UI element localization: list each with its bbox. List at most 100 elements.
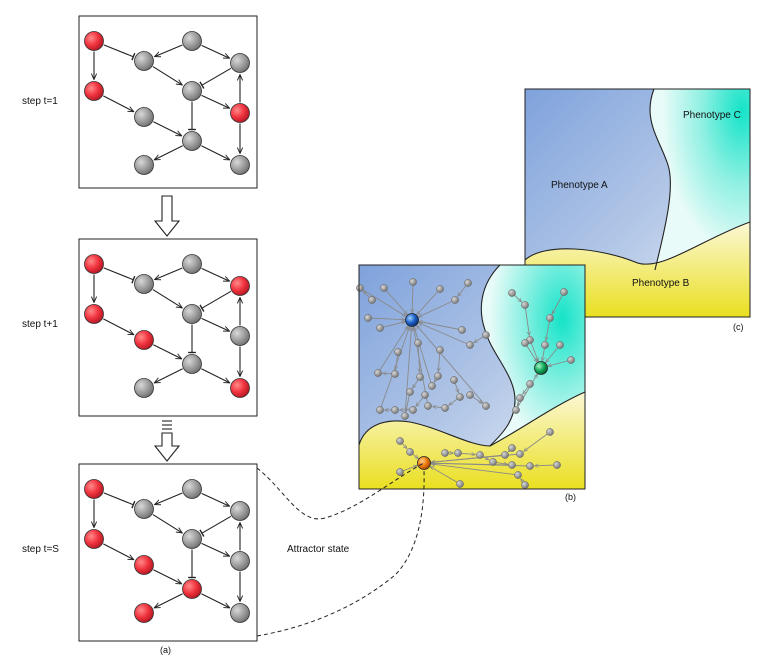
network-state-node: [406, 388, 414, 396]
state-transition-edge: [418, 299, 456, 318]
attractor-state-label: Attractor state: [287, 544, 350, 555]
network-state-node: [541, 341, 549, 349]
inactive-gene-node: [134, 155, 154, 175]
state-transition-edge: [430, 467, 461, 485]
inactive-gene-node: [182, 131, 202, 151]
activation-edge: [153, 569, 181, 584]
state-transition-edge: [524, 304, 529, 336]
active-gene-node: [230, 276, 250, 296]
activation-edge: [103, 543, 133, 560]
step-label: step t=S: [22, 544, 59, 555]
network-state-node: [434, 372, 442, 380]
network-state-node: [508, 289, 516, 297]
state-transition-edge: [418, 322, 471, 346]
inactive-gene-node: [182, 31, 202, 51]
network-state-node: [521, 481, 529, 489]
activation-edge: [103, 95, 133, 112]
inactive-gene-node: [230, 603, 250, 623]
activation-edge: [201, 368, 229, 383]
network-state-node: [416, 373, 424, 381]
state-transition-edge: [417, 288, 441, 315]
inactive-gene-node: [182, 304, 202, 324]
time-arrow-dashed: [153, 420, 181, 462]
time-arrow: [153, 195, 181, 237]
network-state-node: [380, 284, 388, 292]
inhibition-edge: [103, 267, 136, 284]
inhibition-edge: [103, 44, 136, 61]
network-state-node: [482, 402, 490, 410]
state-transition-edge: [419, 321, 463, 331]
step-label: step t+1: [22, 319, 58, 330]
inactive-gene-node: [230, 501, 250, 521]
state-transition-edge: [359, 287, 406, 316]
network-state-node: [374, 369, 382, 377]
network-state-node: [436, 285, 444, 293]
active-gene-node: [134, 603, 154, 623]
network-state-node: [476, 451, 484, 459]
activation-edge: [155, 492, 183, 505]
active-gene-node: [84, 529, 104, 549]
network-state-node: [409, 406, 417, 414]
state-transition-edge: [431, 464, 519, 476]
network-state-node: [401, 412, 409, 420]
network-state-node: [556, 341, 564, 349]
network-state-node: [553, 461, 561, 469]
activation-edge: [201, 145, 229, 160]
panel-b: [356, 264, 586, 490]
state-transition-edge: [414, 327, 433, 387]
activation-edge: [154, 368, 183, 383]
state-transition-edge: [551, 291, 565, 314]
activation-edge: [153, 121, 181, 136]
network-state-node: [501, 451, 509, 459]
active-gene-node: [230, 378, 250, 398]
caption-a: (a): [160, 645, 171, 655]
activation-edge: [154, 593, 183, 608]
activation-edge: [201, 492, 230, 507]
state-transition-edge: [367, 318, 405, 320]
activation-edge: [201, 593, 229, 608]
network-state-node: [508, 461, 516, 469]
network-state-node: [521, 301, 529, 309]
inhibition-edge: [199, 67, 232, 89]
inactive-gene-node: [230, 155, 250, 175]
phenotype-c-label: Phenotype C: [683, 110, 741, 121]
network-state-node: [489, 458, 497, 466]
network-state-node: [526, 462, 534, 470]
network-state-node: [428, 382, 436, 390]
network-state-node: [356, 284, 364, 292]
network-state-node: [364, 314, 372, 322]
active-gene-node: [182, 579, 202, 599]
active-gene-node: [84, 304, 104, 324]
network-state-node: [521, 339, 529, 347]
activation-edge: [152, 514, 182, 533]
network-state-node: [396, 437, 404, 445]
network-state-node: [414, 339, 422, 347]
step-box: [78, 15, 258, 189]
inactive-gene-node: [182, 529, 202, 549]
inhibition-edge: [103, 492, 136, 509]
inactive-gene-node: [134, 107, 154, 127]
state-transition-edge: [417, 325, 487, 407]
region-c: [649, 89, 750, 270]
network-state-node: [512, 406, 520, 414]
network-state-node: [406, 448, 414, 456]
activation-edge: [155, 267, 183, 280]
network-state-node: [376, 324, 384, 332]
step-label: step t=1: [22, 96, 58, 107]
network-state-node: [516, 394, 524, 402]
network-state-node: [546, 428, 554, 436]
attractor-a-node: [405, 313, 419, 327]
network-state-node: [466, 391, 474, 399]
inactive-gene-node: [134, 378, 154, 398]
network-state-node: [441, 449, 449, 457]
inactive-gene-node: [182, 81, 202, 101]
state-transition-edge: [383, 287, 407, 315]
inactive-gene-node: [182, 354, 202, 374]
attractor-b-node: [417, 456, 431, 470]
phenotype-b-label: Phenotype B: [632, 278, 690, 289]
inactive-gene-node: [182, 479, 202, 499]
inhibition-edge: [199, 290, 232, 312]
network-state-node: [421, 391, 429, 399]
caption-c: (c): [733, 322, 744, 332]
inactive-gene-node: [182, 254, 202, 274]
